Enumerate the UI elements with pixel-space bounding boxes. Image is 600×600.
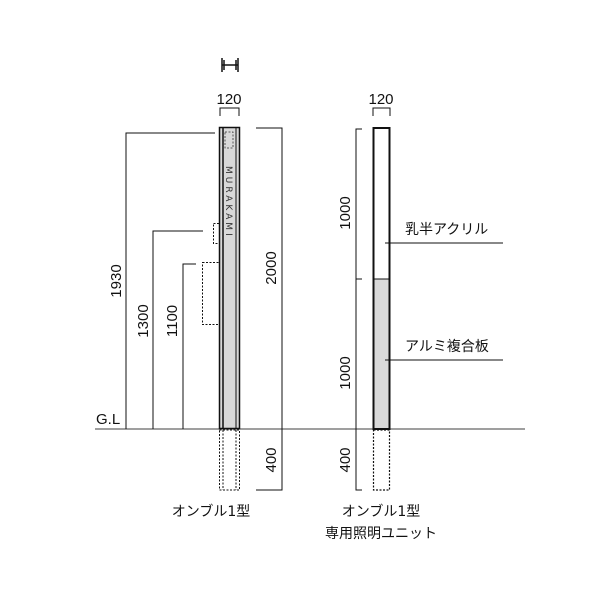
label-1000-lower: 1000	[337, 356, 354, 389]
h-section-icon	[221, 58, 239, 72]
right-dim-bracket	[355, 128, 362, 491]
dim-1930	[125, 132, 215, 429]
label-400-right: 400	[337, 447, 354, 472]
right-width-label: 120	[368, 91, 393, 108]
dim-2000-400	[256, 127, 283, 491]
left-pole: MURAKAMI	[218, 126, 241, 491]
dim-1100	[182, 263, 196, 429]
label-1100: 1100	[164, 305, 181, 337]
label-1300: 1300	[135, 304, 152, 337]
label-aluminum: アルミ複合板	[405, 338, 489, 355]
label-1000-upper: 1000	[337, 196, 354, 229]
left-width-bracket	[219, 107, 240, 116]
ground-label: G.L	[96, 411, 120, 428]
label-acrylic: 乳半アクリル	[405, 222, 488, 238]
caption-right-2: 専用照明ユニット	[325, 526, 437, 542]
label-2000: 2000	[263, 251, 280, 284]
right-pole	[372, 127, 391, 491]
caption-right-1: オンブル1型	[342, 503, 421, 520]
label-400-left: 400	[263, 447, 280, 472]
left-width-label: 120	[216, 91, 241, 108]
brand-text: MURAKAMI	[223, 166, 233, 239]
light-window-icon	[224, 131, 234, 149]
dim-1300	[152, 230, 203, 429]
caption-left: オンブル1型	[172, 503, 251, 520]
right-width-bracket	[372, 107, 391, 116]
intercom-outline	[202, 262, 220, 325]
mailbox-outline	[213, 223, 220, 244]
label-1930: 1930	[108, 264, 125, 297]
